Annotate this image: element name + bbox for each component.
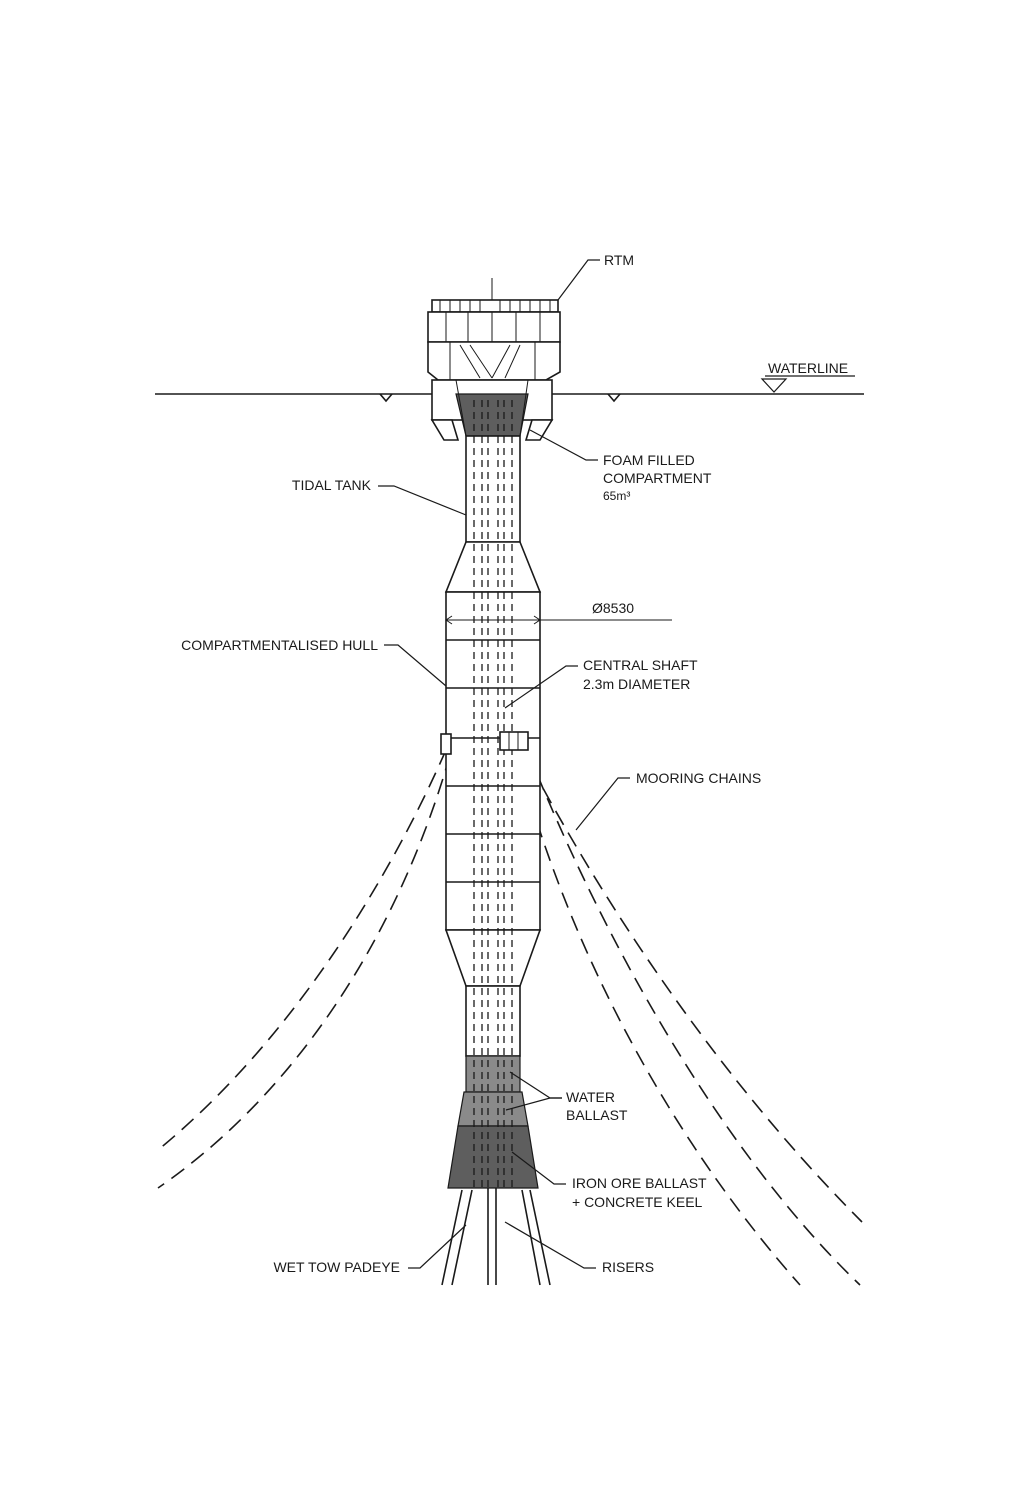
mooring-chains <box>157 744 863 1286</box>
label-foam-filled-line-2: COMPARTMENT <box>603 470 712 486</box>
lower-taper <box>444 929 542 987</box>
label-compartmentalised-hull: COMPARTMENTALISED HULL <box>181 637 378 653</box>
label-rtm: RTM <box>604 252 634 268</box>
water-ballast <box>457 1055 529 1127</box>
fairleads <box>440 731 529 755</box>
label-iron-ore-line-2: + CONCRETE KEEL <box>572 1194 703 1210</box>
label-water-ballast-line-1: WATER <box>566 1089 615 1105</box>
label-mooring-chains: MOORING CHAINS <box>636 770 761 786</box>
label-waterline: WATERLINE <box>768 360 848 376</box>
diameter-dimension <box>445 615 672 625</box>
compartmentalised-hull <box>445 591 541 931</box>
label-wet-tow-padeye: WET TOW PADEYE <box>273 1259 400 1275</box>
label-water-ballast-line-2: BALLAST <box>566 1107 628 1123</box>
label-central-shaft-line-2: 2.3m DIAMETER <box>583 676 690 692</box>
label-foam-filled-line-3: 65m³ <box>603 489 630 503</box>
iron-ore-ballast <box>447 1125 539 1189</box>
lower-shaft <box>465 985 521 1057</box>
label-foam-filled-line-1: FOAM FILLED <box>603 452 695 468</box>
risers <box>487 1188 497 1285</box>
label-central-shaft-line-1: CENTRAL SHAFT <box>583 657 698 673</box>
labels: RTM WATERLINE FOAM FILLED COMPARTMENT 65… <box>181 252 848 1275</box>
label-risers: RISERS <box>602 1259 654 1275</box>
leaders <box>378 259 855 1269</box>
tidal-tank <box>465 435 521 543</box>
upper-taper <box>444 541 542 593</box>
label-diameter: Ø8530 <box>592 600 634 616</box>
label-tidal-tank: TIDAL TANK <box>292 477 372 493</box>
label-iron-ore-line-1: IRON ORE BALLAST <box>572 1175 707 1191</box>
